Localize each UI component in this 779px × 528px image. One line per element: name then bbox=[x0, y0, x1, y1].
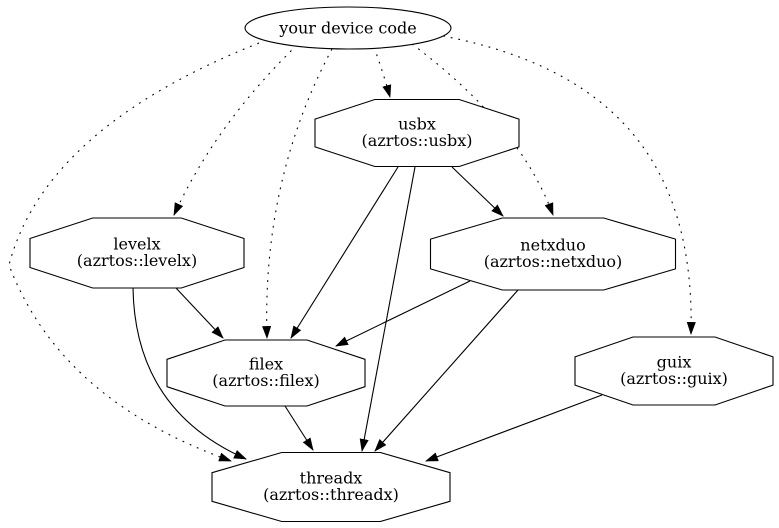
edge-guix-threadx bbox=[425, 394, 603, 462]
node-filex: filex(azrtos::filex) bbox=[166, 339, 366, 407]
edge-usbx-threadx bbox=[359, 166, 416, 453]
node-label: threadx bbox=[300, 469, 363, 488]
node-device: your device code bbox=[244, 6, 452, 50]
node-sublabel: (azrtos::netxduo) bbox=[484, 252, 623, 271]
node-octagon-outline bbox=[574, 336, 774, 406]
node-label: usbx bbox=[398, 115, 436, 134]
node-levelx: levelx(azrtos::levelx) bbox=[29, 217, 245, 289]
node-label: filex bbox=[249, 355, 283, 374]
node-netxduo: netxduo(azrtos::netxduo) bbox=[429, 217, 677, 291]
node-octagon-outline bbox=[429, 217, 677, 291]
edge-layer bbox=[8, 35, 696, 462]
node-label: guix bbox=[657, 353, 692, 372]
node-sublabel: (azrtos::filex) bbox=[212, 371, 319, 390]
edge-device-netxduo bbox=[411, 43, 554, 216]
edge-device-levelx bbox=[173, 44, 298, 216]
edge-levelx-filex bbox=[175, 287, 224, 339]
node-guix: guix(azrtos::guix) bbox=[574, 336, 774, 406]
node-sublabel: (azrtos::levelx) bbox=[77, 251, 197, 270]
node-octagon-outline bbox=[211, 451, 451, 523]
node-usbx: usbx(azrtos::usbx) bbox=[314, 98, 520, 168]
edge-usbx-netxduo bbox=[451, 166, 504, 217]
edge-netxduo-filex bbox=[335, 280, 471, 347]
edge-usbx-filex bbox=[290, 166, 399, 339]
node-octagon-outline bbox=[314, 98, 520, 168]
edge-levelx-threadx bbox=[132, 287, 247, 460]
node-label: levelx bbox=[113, 235, 160, 254]
edge-device-guix bbox=[442, 35, 696, 336]
node-ellipse-outline bbox=[244, 6, 452, 50]
edge-device-usbx bbox=[373, 46, 392, 99]
node-label: netxduo bbox=[520, 236, 585, 255]
edge-device-filex bbox=[262, 48, 333, 340]
node-sublabel: (azrtos::guix) bbox=[620, 369, 728, 388]
node-octagon-outline bbox=[166, 339, 366, 407]
node-label: your device code bbox=[278, 19, 416, 38]
node-sublabel: (azrtos::threadx) bbox=[263, 485, 399, 504]
edge-netxduo-threadx bbox=[374, 289, 519, 452]
node-layer: your device codeusbx(azrtos::usbx)levelx… bbox=[29, 6, 774, 523]
node-sublabel: (azrtos::usbx) bbox=[362, 131, 473, 150]
node-threadx: threadx(azrtos::threadx) bbox=[211, 451, 451, 523]
edge-filex-threadx bbox=[284, 405, 314, 451]
node-octagon-outline bbox=[29, 217, 245, 289]
